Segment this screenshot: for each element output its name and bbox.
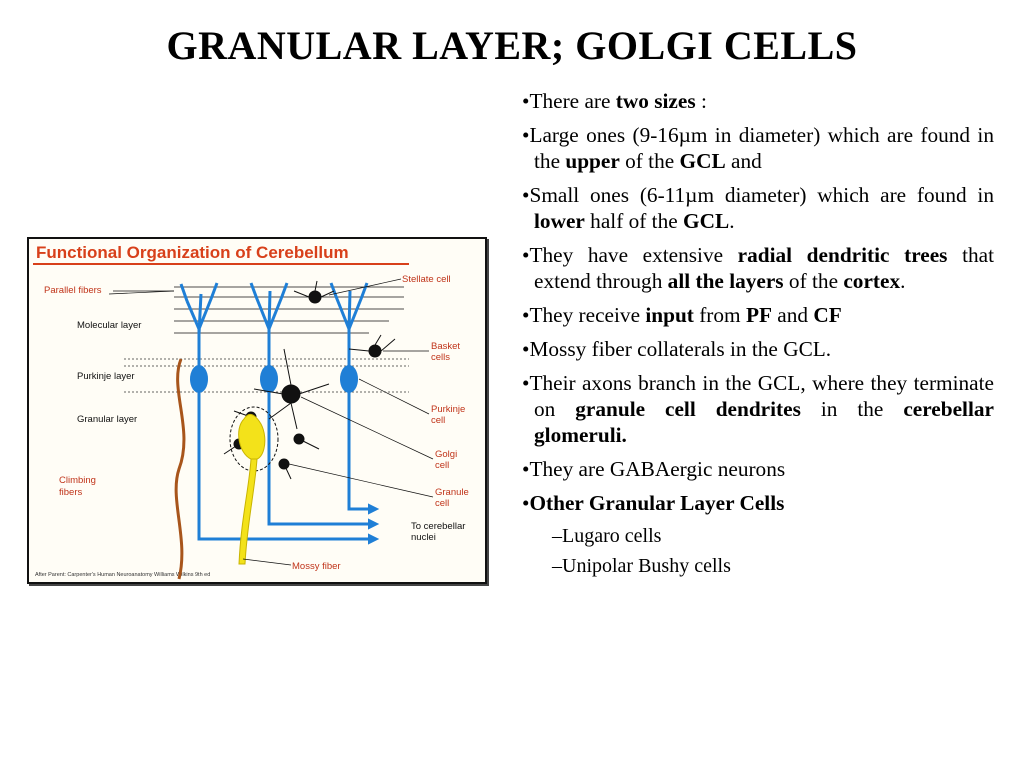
bullet-text: from <box>693 303 746 327</box>
bullet-text: that extend through <box>534 243 995 293</box>
figure-credit: After Parent: Carpenter's Human Neuroana… <box>35 572 210 578</box>
bullet-marker: • <box>522 243 530 267</box>
bullet-text: Other Granular Layer Cells <box>529 491 785 515</box>
bullet-text: cortex <box>843 269 901 293</box>
bullet-text: Small ones (6-11µm diameter) which are f… <box>529 183 994 207</box>
label-purkinje-layer: Purkinje layer <box>77 371 135 382</box>
bullet-text: all the layers <box>667 269 784 293</box>
bullet-marker: • <box>522 491 530 515</box>
bullet-sizes: •There are two sizes : <box>522 88 994 114</box>
bullet-text: granule cell dendrites <box>575 397 801 421</box>
climbing-fiber <box>174 358 186 580</box>
bullet-text: in the <box>800 397 904 421</box>
bullet-text: half of the <box>584 209 684 233</box>
figure-title: Functional Organization of Cerebellum <box>36 243 349 262</box>
bullet-text: Large ones (9-16µm in diameter) which ar… <box>529 123 994 173</box>
bullet-text: PF <box>745 303 772 327</box>
bullet-text: There are <box>529 89 616 113</box>
bullet-text: GCL <box>683 209 730 233</box>
sub-bullet-1: –Lugaro cells <box>552 524 994 548</box>
bullet-marker: • <box>522 457 530 481</box>
bullet-text: cerebellar glomeruli. <box>534 397 994 447</box>
dash-marker: – <box>552 555 562 577</box>
bullet-text: two sizes <box>615 89 696 113</box>
bullet-text: and <box>725 149 762 173</box>
bullet-marker: • <box>522 89 530 113</box>
bullet-marker: • <box>522 371 530 395</box>
bullet-text: lower <box>534 209 585 233</box>
label-granular-layer: Granular layer <box>77 414 137 425</box>
label-parallel-fibers: Parallel fibers <box>44 285 102 296</box>
label-mossy-fiber: Mossy fiber <box>292 561 341 572</box>
bullet-axons: •Their axons branch in the GCL, where th… <box>522 370 994 448</box>
bullet-gaba: •They are GABAergic neurons <box>522 456 994 482</box>
cerebellum-diagram: Functional Organization of Cerebellum Pa… <box>27 237 487 584</box>
parallel-fibers <box>113 286 404 334</box>
bullet-text: : <box>695 89 707 113</box>
bullet-text: radial dendritic trees <box>737 243 948 267</box>
label-molecular-layer: Molecular layer <box>77 320 141 331</box>
bullet-text: They are GABAergic neurons <box>529 457 786 481</box>
bullet-text: input <box>645 303 694 327</box>
bullet-text: . <box>729 209 735 233</box>
layer-dividers <box>124 358 409 393</box>
bullet-large: •Large ones (9-16µm in diameter) which a… <box>522 122 994 174</box>
bullet-text: upper <box>565 149 620 173</box>
sub-bullet-text: Unipolar Bushy cells <box>562 555 731 577</box>
slide-title: GRANULAR LAYER; GOLGI CELLS <box>166 23 858 68</box>
bullet-dendrites: •They have extensive radial dendritic tr… <box>522 242 994 294</box>
bullet-text: They have extensive <box>529 243 738 267</box>
bullet-small: •Small ones (6-11µm diameter) which are … <box>522 182 994 234</box>
mossy-fiber-rosette <box>238 413 266 565</box>
bullet-text: of the <box>783 269 844 293</box>
bullet-marker: • <box>522 303 530 327</box>
sub-bullet-text: Lugaro cells <box>562 525 662 547</box>
bullet-text: . <box>900 269 906 293</box>
bullet-text: They receive <box>529 303 646 327</box>
bullet-text: CF <box>813 303 842 327</box>
label-pointers <box>108 278 434 566</box>
bullet-text: Their axons branch in the GCL, where the… <box>529 371 994 421</box>
bullet-text: of the <box>619 149 680 173</box>
label-stellate-cell: Stellate cell <box>402 274 451 285</box>
bullet-input: •They receive input from PF and CF <box>522 302 994 328</box>
bullet-marker: • <box>522 337 530 361</box>
cerebellum-diagram-svg: Functional Organization of Cerebellum Pa… <box>33 243 469 580</box>
output-arrows <box>368 503 380 545</box>
dash-marker: – <box>552 525 562 547</box>
glomerulus-outline <box>229 406 279 472</box>
bullet-mossy: •Mossy fiber collaterals in the GCL. <box>522 336 994 362</box>
bullet-text: GCL <box>679 149 726 173</box>
sub-bullet-2: –Unipolar Bushy cells <box>552 554 994 578</box>
bullet-marker: • <box>522 123 530 147</box>
bullet-list: •There are two sizes :•Large ones (9-16µ… <box>522 88 994 584</box>
bullet-text: and <box>771 303 814 327</box>
bullet-other: •Other Granular Layer Cells <box>522 490 994 516</box>
bullet-text: Mossy fiber collaterals in the GCL. <box>529 337 832 361</box>
bullet-marker: • <box>522 183 530 207</box>
